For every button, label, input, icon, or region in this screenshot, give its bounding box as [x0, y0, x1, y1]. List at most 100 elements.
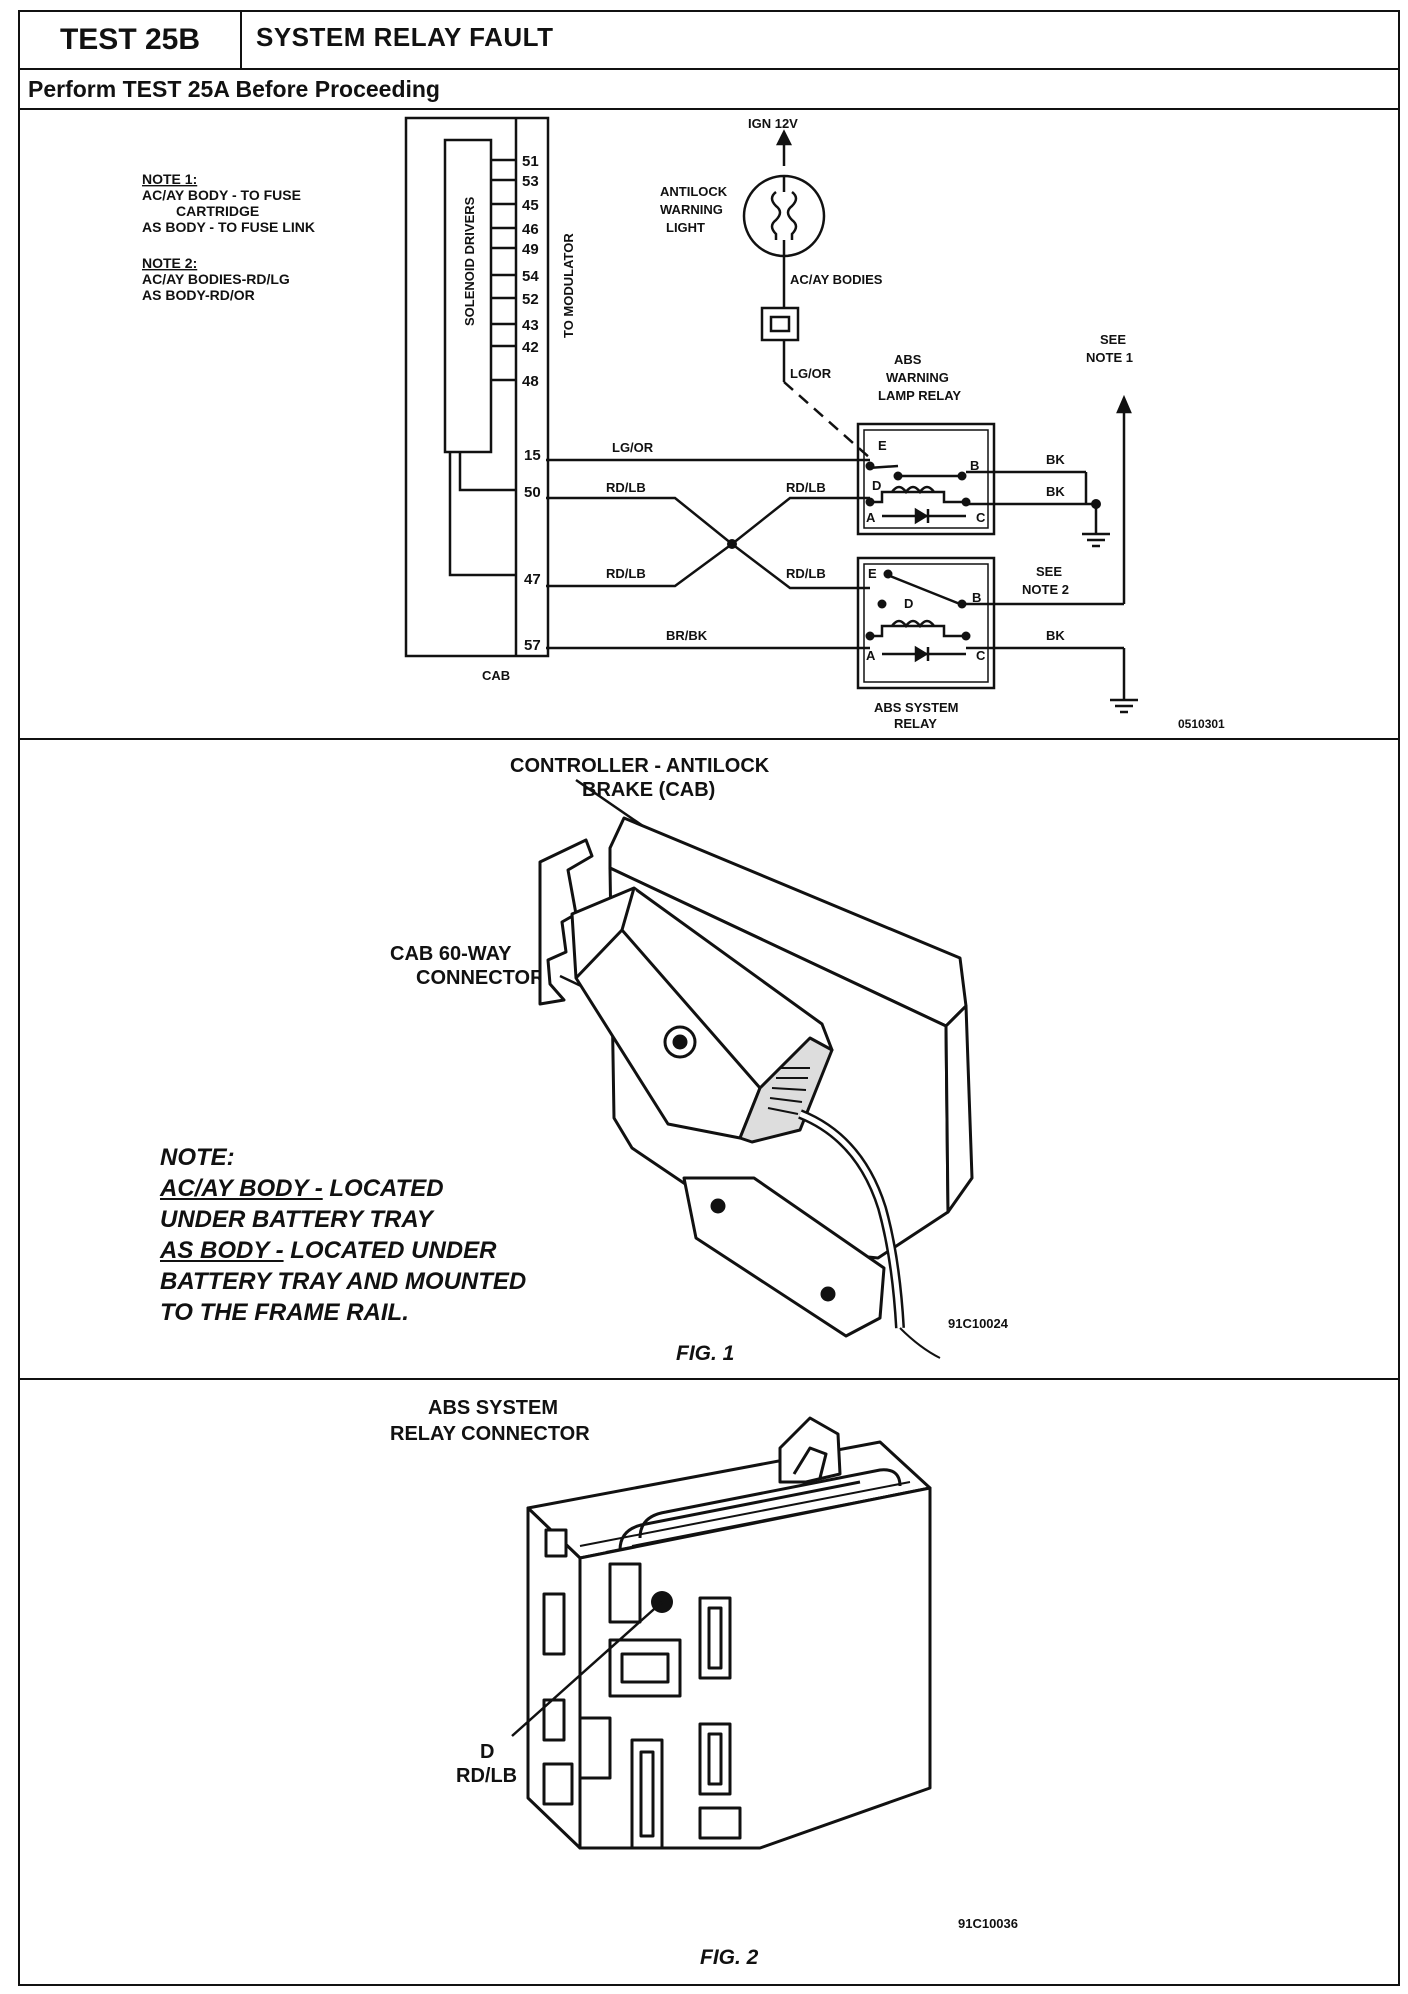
fig1-note-acay: AC/AY BODY - — [160, 1175, 323, 1202]
note1-line2: CARTRIDGE — [176, 203, 259, 219]
antilock-warning-light-1: ANTILOCK — [660, 184, 728, 199]
fig1-note-title: NOTE: — [160, 1144, 235, 1171]
service-manual-page: TEST 25B SYSTEM RELAY FAULT Perform TEST… — [18, 10, 1400, 1986]
cab-end-face — [944, 1004, 974, 1214]
system-relay-pin-c: C — [976, 648, 986, 663]
system-relay-label-2: RELAY — [894, 716, 937, 731]
pin-15: 15 — [524, 447, 541, 464]
test-id: TEST 25B — [20, 12, 242, 68]
note1-line3: AS BODY - TO FUSE LINK — [142, 219, 315, 235]
cab-module-drawing — [538, 816, 974, 1359]
fig2-caption: FIG. 2 — [700, 1946, 759, 1969]
wiring-schematic-panel: NOTE 1: AC/AY BODY - TO FUSE CARTRIDGE A… — [20, 108, 1398, 740]
acay-bodies-label: AC/AY BODIES — [790, 272, 883, 287]
system-relay-pin-b: B — [972, 590, 981, 605]
warning-relay-label-3: LAMP RELAY — [878, 388, 961, 403]
fig1-caption: FIG. 1 — [676, 1342, 735, 1365]
to-modulator-label: TO MODULATOR — [561, 233, 576, 338]
fig1-note-l1: LOCATED — [322, 1175, 444, 1202]
wire-br-bk: BR/BK — [666, 628, 708, 643]
system-relay-pin-a: A — [866, 648, 876, 663]
wire-rd-lb-1: RD/LB — [606, 480, 646, 495]
callout-controller-2: BRAKE (CAB) — [582, 779, 715, 801]
warning-relay-pin-a: A — [866, 510, 876, 525]
fig1-note-l5: TO THE FRAME RAIL. — [160, 1299, 409, 1326]
note2-line1: AC/AY BODIES-RD/LG — [142, 271, 290, 287]
test-title: SYSTEM RELAY FAULT — [256, 22, 554, 52]
cab-outline — [404, 116, 550, 658]
callout-connector-2: CONNECTOR — [416, 967, 545, 989]
warning-relay-pin-b: B — [970, 458, 979, 473]
note2-line2: AS BODY-RD/OR — [142, 287, 255, 303]
wire-rd-lb-4: RD/LB — [786, 566, 826, 581]
note1-title: NOTE 1: — [142, 171, 197, 187]
schematic-fig-code: 0510301 — [1178, 717, 1225, 731]
fig2-code: 91C10036 — [958, 1916, 1018, 1931]
relay-connector-drawing — [526, 1416, 932, 1850]
fig2-panel: ABS SYSTEM RELAY CONNECTOR D RD/LB — [20, 1378, 1398, 1984]
wire-bk-1: BK — [1046, 452, 1065, 467]
warning-relay-box — [856, 422, 996, 536]
note1-line1: AC/AY BODY - TO FUSE — [142, 187, 301, 203]
wire-rd-lb-3: RD/LB — [606, 566, 646, 581]
callout-controller-1: CONTROLLER - ANTILOCK — [510, 755, 770, 777]
pin-47: 47 — [524, 571, 541, 588]
fig1-panel: CONTROLLER - ANTILOCK BRAKE (CAB) CAB 60… — [20, 738, 1398, 1380]
abs-system-relay — [856, 556, 996, 690]
pin-48: 48 — [522, 373, 539, 390]
fig1-note: NOTE: AC/AY BODY - LOCATED UNDER BATTERY… — [160, 1142, 526, 1328]
warning-relay-label-1: ABS — [894, 352, 922, 367]
pin-45: 45 — [522, 197, 539, 214]
mounting-bracket — [538, 838, 594, 1006]
fig1-note-as: AS BODY - — [160, 1237, 284, 1264]
cab-module — [404, 116, 550, 658]
fig1-note-l3: LOCATED UNDER — [283, 1237, 497, 1264]
pin-d-leader — [511, 1601, 663, 1737]
solenoid-drivers-label: SOLENOID DRIVERS — [462, 196, 477, 326]
cab-label: CAB — [482, 668, 510, 683]
wire-lg-or-lower: LG/OR — [612, 440, 654, 455]
see-note1-1: SEE — [1100, 332, 1126, 347]
warning-relay-label-2: WARNING — [886, 370, 949, 385]
fig2-callout-2: RELAY CONNECTOR — [390, 1423, 590, 1445]
wire-bk-3: BK — [1046, 628, 1065, 643]
pin-54: 54 — [522, 268, 539, 285]
fig1-note-l4: BATTERY TRAY AND MOUNTED — [160, 1268, 527, 1295]
wiring-schematic: NOTE 1: AC/AY BODY - TO FUSE CARTRIDGE A… — [142, 116, 1225, 731]
wire-rd-lb-2: RD/LB — [786, 480, 826, 495]
pin-51: 51 — [522, 153, 539, 170]
system-relay-pin-e: E — [868, 566, 877, 581]
pin-42: 42 — [522, 339, 539, 356]
fig1-note-l2: UNDER BATTERY TRAY — [160, 1206, 433, 1233]
wire-bk-2: BK — [1046, 484, 1065, 499]
solenoid-drivers-box — [443, 138, 493, 454]
subtitle: Perform TEST 25A Before Proceeding — [28, 76, 440, 102]
relay-connector-illustration: ABS SYSTEM RELAY CONNECTOR D RD/LB — [390, 1397, 932, 1850]
fig1-code: 91C10024 — [948, 1316, 1008, 1331]
note2-title: NOTE 2: — [142, 255, 197, 271]
antilock-warning-light-3: LIGHT — [666, 220, 705, 235]
system-relay-label-1: ABS SYSTEM — [874, 700, 959, 715]
see-note2-1: SEE — [1036, 564, 1062, 579]
fig2-pin-label: D — [480, 1741, 494, 1763]
warning-relay-pin-e: E — [878, 438, 887, 453]
wire-lg-or-upper: LG/OR — [790, 366, 832, 381]
see-note2-2: NOTE 2 — [1022, 582, 1069, 597]
pin-46: 46 — [522, 221, 539, 238]
system-relay-box — [856, 556, 996, 690]
header-row: TEST 25B SYSTEM RELAY FAULT — [20, 12, 1398, 70]
see-note1-2: NOTE 1 — [1086, 350, 1133, 365]
pin-57: 57 — [524, 637, 541, 654]
pin-43: 43 — [522, 317, 539, 334]
warning-relay-pin-c: C — [976, 510, 986, 525]
fig2-callout-1: ABS SYSTEM — [428, 1397, 558, 1419]
subtitle-row: Perform TEST 25A Before Proceeding — [20, 68, 1398, 110]
ign-12v: IGN 12V — [748, 116, 798, 131]
pin-52: 52 — [522, 291, 539, 308]
warning-lamp-circuit — [742, 129, 871, 459]
system-relay-pin-d: D — [904, 596, 913, 611]
fig2-pin-wire: RD/LB — [456, 1765, 517, 1787]
pin-49: 49 — [522, 241, 539, 258]
connector-symbol — [760, 306, 800, 342]
pin-53: 53 — [522, 173, 539, 190]
